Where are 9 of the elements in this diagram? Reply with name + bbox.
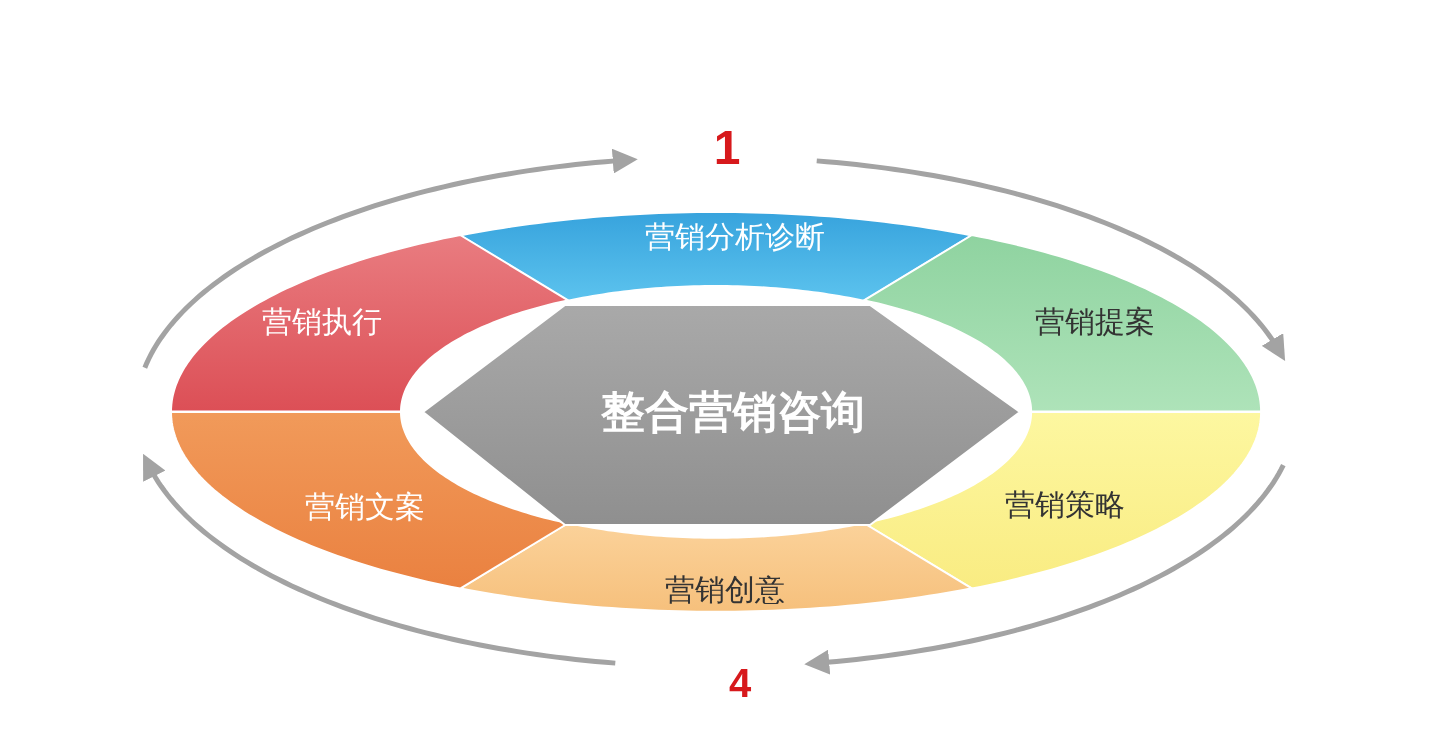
- segment-label: 营销执行: [262, 304, 382, 340]
- step-number: 4: [728, 663, 752, 703]
- center-title: 整合营销咨询: [601, 385, 865, 439]
- segment-label: 营销策略: [1005, 487, 1125, 523]
- segment-label: 营销提案: [1035, 304, 1155, 340]
- step-number: 1: [713, 124, 741, 172]
- segment-label: 营销文案: [305, 489, 425, 525]
- segment-label: 营销创意: [665, 572, 785, 608]
- segment-label: 营销分析诊断: [645, 219, 825, 255]
